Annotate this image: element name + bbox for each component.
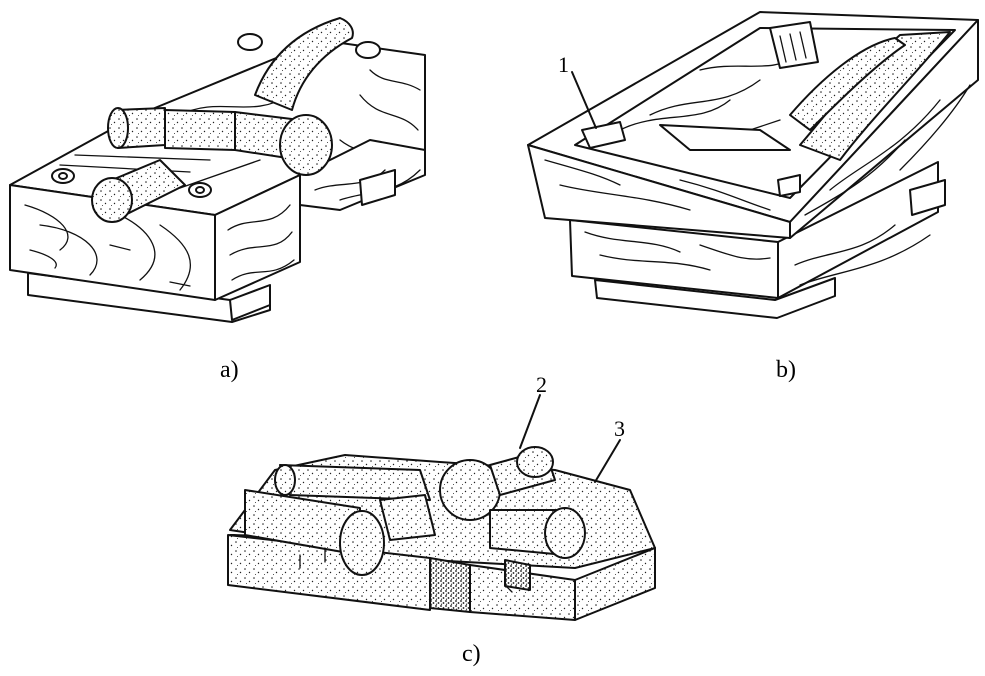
- panel-label-c: c): [462, 641, 481, 667]
- panel-a-drawing: [9, 17, 426, 323]
- panel-b-drawing: [527, 11, 979, 319]
- callout-label-3: 3: [614, 416, 625, 441]
- panel-label-a: a): [220, 357, 239, 383]
- panel-label-b: b): [776, 357, 796, 383]
- callout-label-2: 2: [536, 372, 547, 397]
- panel-c-drawing: [227, 394, 656, 621]
- callout-label-1: 1: [558, 52, 569, 77]
